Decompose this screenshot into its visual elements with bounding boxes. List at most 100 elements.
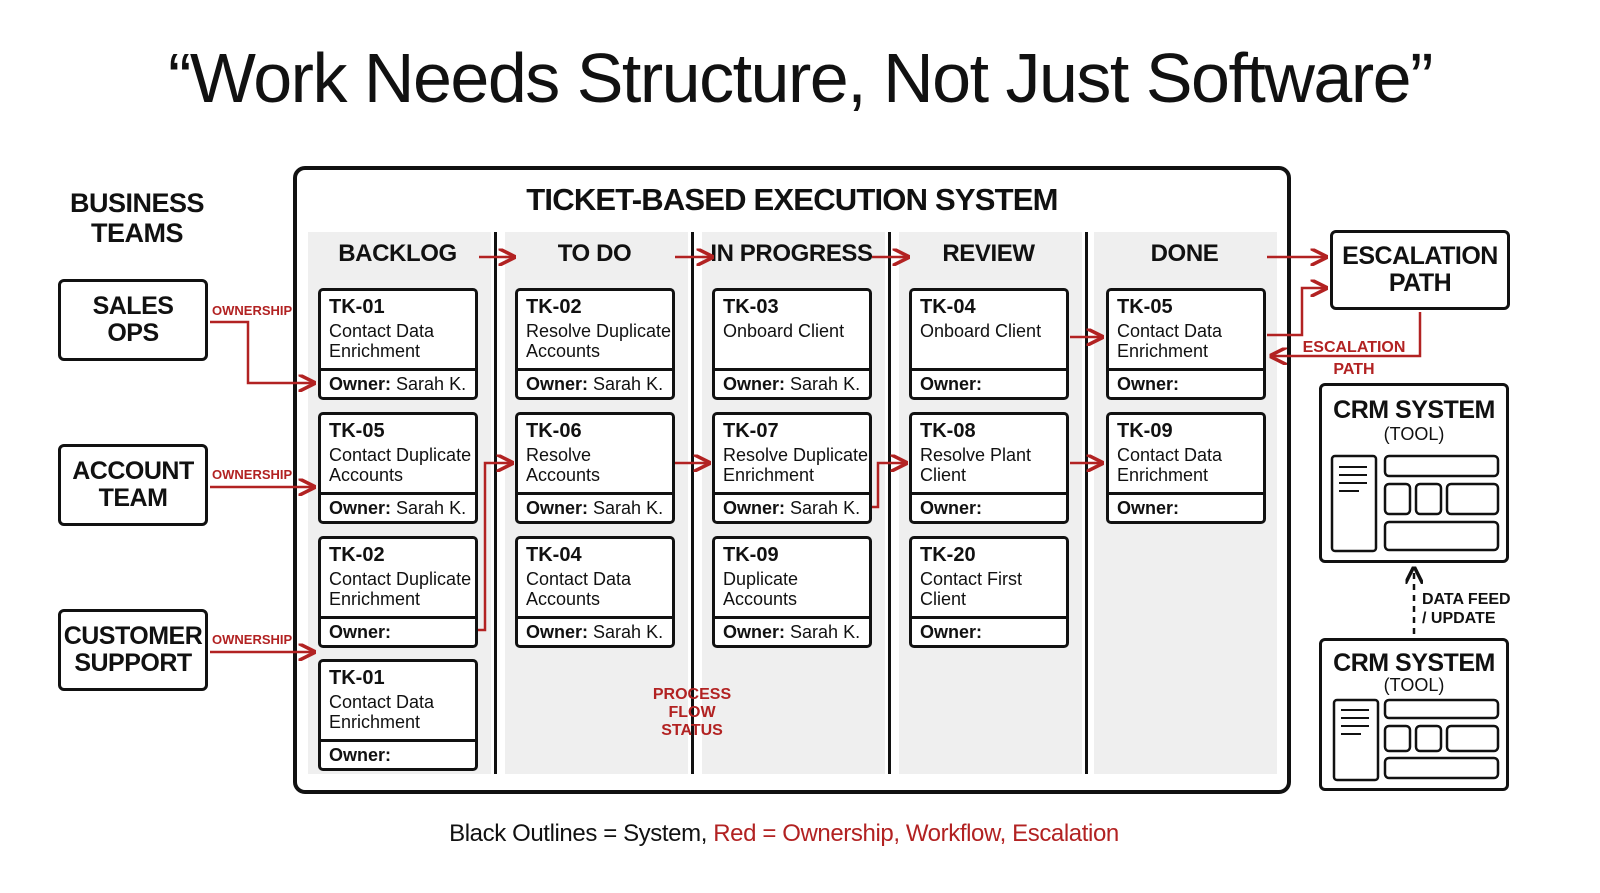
ticket-id: TK-05 [1117,296,1173,318]
column-header-review: REVIEW [942,240,1035,267]
escalation-box-label: ESCALATION PATH [1342,242,1498,297]
owner-label: Owner: [329,622,392,642]
ticket-name: Contact Data Enrichment [1117,321,1223,361]
owner-value: Sarah K. [790,498,861,518]
ticket-divider [321,616,475,619]
column-header-done: DONE [1150,240,1219,267]
ticket-divider [912,492,1066,495]
ownership-label: OWNERSHIP [212,467,293,482]
ticket-owner: Owner: [329,622,391,643]
crm-title: CRM SYSTEM [1333,396,1495,424]
ticket-name: Resolve Plant Client [920,445,1032,485]
owner-label: Owner: [723,374,786,394]
ticket-id: TK-08 [920,420,976,442]
team-sales-ops: SALES OPS [58,279,208,361]
crm-system-top: CRM SYSTEM (TOOL) [1319,383,1509,563]
legend: Black Outlines = System, Red = Ownership… [0,820,1568,848]
owner-label: Owner: [329,498,392,518]
ticket-divider [715,616,869,619]
owner-value: Sarah K. [396,498,467,518]
ticket-id: TK-09 [1117,420,1173,442]
ticket-name: Contact Data Enrichment [329,692,435,732]
owner-value: Sarah K. [593,622,664,642]
ticket-name: Onboard Client [723,321,845,341]
ticket-owner: Owner: [920,498,982,519]
owner-label: Owner: [920,622,983,642]
legend-red-text: Red = Ownership, Workflow, Escalation [713,820,1119,847]
legend-black-text: Black Outlines = System, [449,820,714,847]
ticket-name: Resolve Duplicate Enrichment [723,445,869,485]
ticket-id: TK-02 [526,296,582,318]
ticket-divider [715,368,869,371]
ticket-name: Contact Data Enrichment [1117,445,1223,485]
column-header-todo: TO DO [557,240,632,267]
ticket-id: TK-04 [526,544,582,566]
ticket-id: TK-03 [723,296,779,318]
ticket-owner: Owner: [1117,374,1179,395]
column-divider [691,232,694,774]
owner-label: Owner: [329,374,392,394]
owner-value: Sarah K. [593,374,664,394]
ticket-divider [321,739,475,742]
owner-label: Owner: [920,374,983,394]
ticket-divider [1109,492,1263,495]
owner-label: Owner: [526,374,589,394]
ticket-name: Resolve Duplicate Accounts [526,321,672,361]
owner-label: Owner: [329,745,392,765]
ticket-owner: Owner: [920,622,982,643]
escalation-path-box: ESCALATION PATH [1330,230,1510,310]
ticket-name: Onboard Client [920,321,1042,341]
ticket-divider [518,616,672,619]
ticket-divider [321,492,475,495]
owner-label: Owner: [723,498,786,518]
ticket-id: TK-04 [920,296,976,318]
ticket-owner: Owner: Sarah K. [526,498,663,519]
page-title: “Work Needs Structure, Not Just Software… [168,39,1433,117]
escalation-return-arrow [1271,312,1422,356]
team-account-team: ACCOUNT TEAM [58,444,208,526]
data-feed-label: DATA FEED / UPDATE [1422,591,1511,627]
ticket-id: TK-01 [329,667,385,689]
ticket-divider [1109,368,1263,371]
ticket-owner: Owner: [920,374,982,395]
column-header-backlog: BACKLOG [338,240,457,267]
ticket-owner: Owner: Sarah K. [723,498,860,519]
ticket-system-frame [293,166,1291,794]
column-divider [494,232,497,774]
crm-subtitle: (TOOL) [1383,675,1445,695]
ticket-owner: Owner: [1117,498,1179,519]
column-divider [888,232,891,774]
column-header-in-progress: IN PROGRESS [710,240,873,267]
ticket-divider [518,368,672,371]
team-label: SALES OPS [92,292,174,347]
ticket-name: Contact Duplicate Enrichment [329,569,472,609]
owner-label: Owner: [723,622,786,642]
ticket-name: Duplicate Accounts [723,569,799,609]
column-divider [1085,232,1088,774]
ticket-name: Contact Duplicate Accounts [329,445,472,485]
owner-value: Sarah K. [593,498,664,518]
ticket-name: Contact Data Accounts [526,569,632,609]
crm-subtitle: (TOOL) [1383,424,1445,444]
ticket-owner: Owner: Sarah K. [723,374,860,395]
ticket-owner: Owner: Sarah K. [526,622,663,643]
owner-label: Owner: [920,498,983,518]
team-customer-support: CUSTOMER SUPPORT [58,609,208,691]
ticket-id: TK-06 [526,420,582,442]
